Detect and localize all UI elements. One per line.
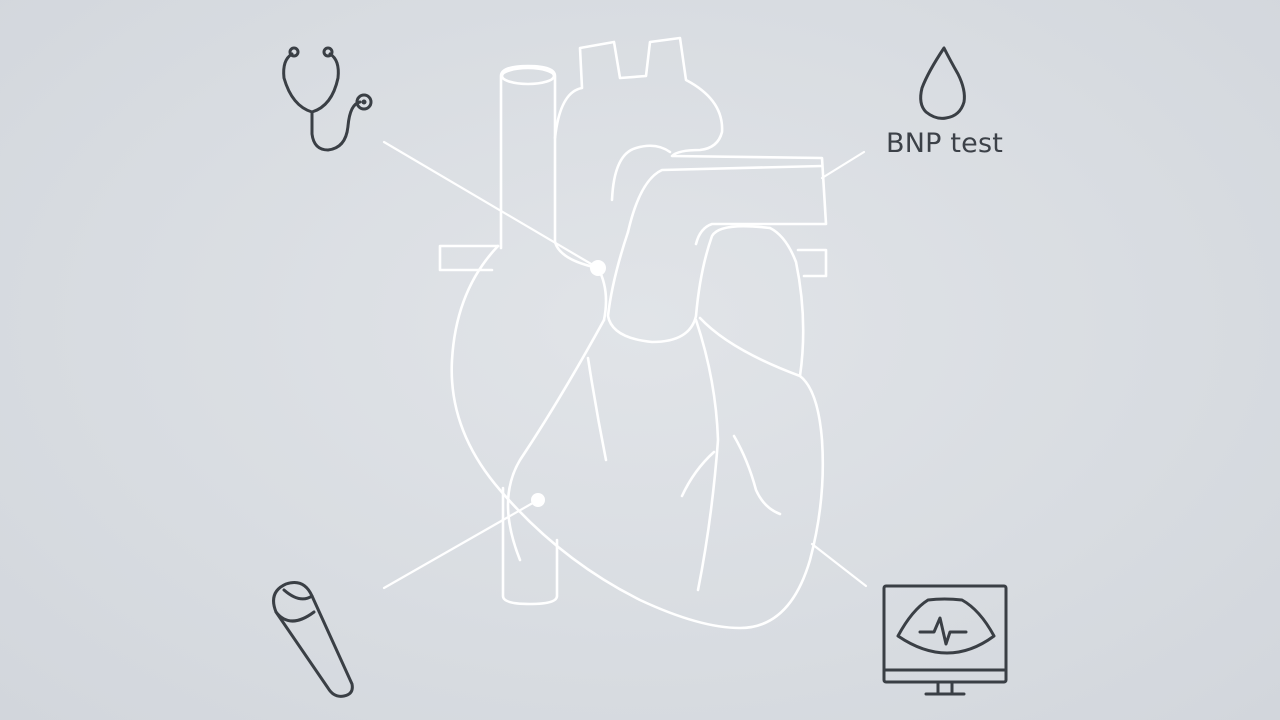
pulmonary-trunk-left-wall bbox=[606, 224, 772, 344]
leader-lines bbox=[382, 140, 868, 590]
echocardiogram-monitor-icon bbox=[882, 584, 1008, 696]
inferior-vena-cava bbox=[501, 486, 559, 606]
marker-stethoscope bbox=[590, 260, 606, 276]
superior-vena-cava bbox=[499, 64, 557, 250]
aortic-arch bbox=[553, 36, 828, 246]
stethoscope-icon bbox=[282, 46, 373, 152]
marker-probe bbox=[531, 493, 545, 507]
vena-cava-opening bbox=[500, 66, 556, 86]
heart-body bbox=[450, 226, 825, 630]
bnp-test-label: BNP test bbox=[886, 128, 1004, 159]
coronary-vessel-right bbox=[506, 318, 606, 562]
right-atrium bbox=[553, 240, 608, 322]
left-atrium bbox=[698, 316, 802, 378]
coronary-vessel-left bbox=[694, 318, 720, 592]
coronary-branch-2 bbox=[732, 434, 782, 516]
blood-drop-icon bbox=[919, 46, 966, 120]
leader-line-probe bbox=[382, 498, 540, 590]
pulmonary-trunk bbox=[626, 164, 824, 234]
leader-line-bnp bbox=[820, 150, 866, 180]
aorta-inner bbox=[610, 144, 672, 202]
ultrasound-probe-icon bbox=[272, 581, 354, 698]
pulmonary-artery-right bbox=[796, 248, 828, 278]
leader-line-monitor bbox=[810, 542, 868, 588]
coronary-vessel-descending bbox=[586, 356, 608, 462]
leader-line-stethoscope bbox=[382, 140, 600, 270]
pulmonary-artery-left bbox=[438, 244, 500, 272]
coronary-branch-1 bbox=[680, 450, 716, 498]
heart-illustration bbox=[438, 36, 828, 630]
